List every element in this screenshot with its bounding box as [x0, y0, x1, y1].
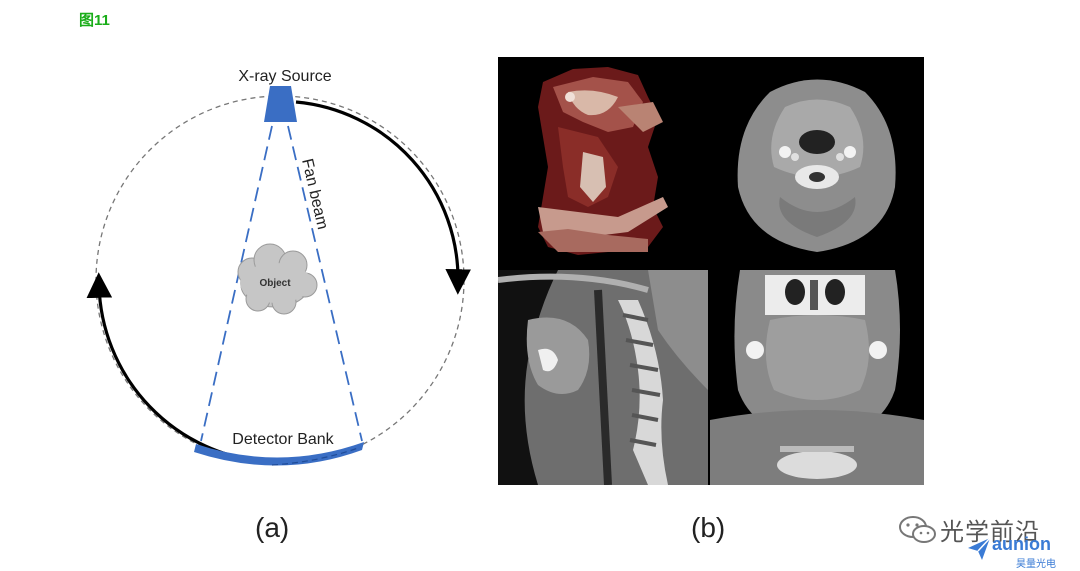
ct-sagittal-slice-image — [498, 270, 708, 485]
xray-source-label: X-ray Source — [238, 68, 331, 85]
detector-bank-label: Detector Bank — [232, 431, 334, 448]
ct-geometry-diagram: X-ray Source Fan beam Object Detector Ba… — [86, 68, 471, 466]
detector-bank-dash — [271, 447, 359, 466]
panel-b-caption: (b) — [691, 512, 726, 543]
rotation-arrow-right — [295, 100, 471, 295]
fan-beam-right — [287, 125, 363, 442]
wechat-icon — [899, 516, 936, 543]
ct-axial-slice-image — [710, 57, 924, 268]
ct-3d-rendering-image — [498, 57, 708, 268]
figure-label: 图11 — [79, 12, 110, 29]
watermark: 光学前沿 aunion 昊量光电 — [898, 512, 1074, 570]
object-label: Object — [259, 278, 291, 289]
object-cloud — [237, 243, 318, 315]
brand-name: aunion — [992, 534, 1051, 554]
ct-axial-slice-lower-image — [710, 270, 924, 485]
brand-subname: 昊量光电 — [1016, 559, 1056, 570]
panel-a-caption: (a) — [255, 512, 290, 543]
watermark-text: 光学前沿 — [940, 518, 1040, 546]
fan-beam-left — [200, 125, 273, 442]
ct-image-grid — [498, 57, 924, 485]
detector-bank-shape — [194, 442, 364, 466]
xray-source-shape — [264, 86, 297, 122]
fan-beam-label: Fan beam — [298, 157, 331, 231]
brand-logo-icon — [968, 537, 991, 560]
